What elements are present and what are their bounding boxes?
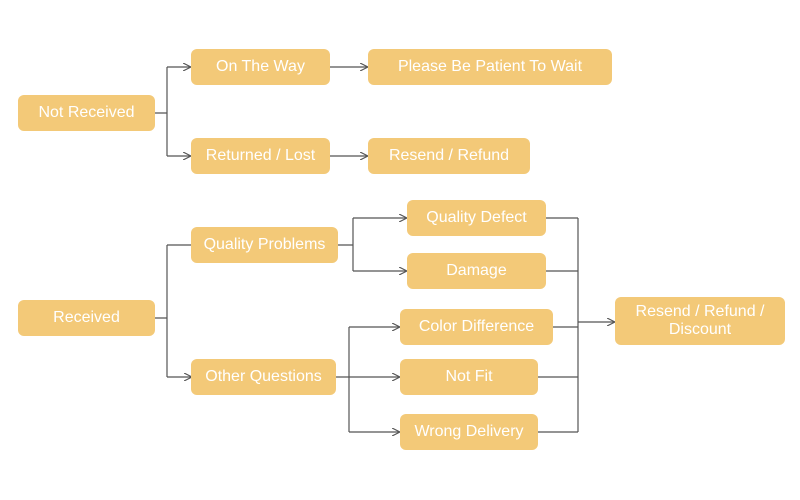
- node-label: Damage: [446, 262, 507, 279]
- node-not-fit: Not Fit: [400, 359, 538, 395]
- node-quality-problems: Quality Problems: [191, 227, 338, 263]
- connector-not-received-trunk: [155, 67, 168, 156]
- node-not-received: Not Received: [18, 95, 155, 131]
- node-returned-lost: Returned / Lost: [191, 138, 330, 174]
- node-other-questions: Other Questions: [191, 359, 336, 395]
- node-label: Quality Defect: [426, 209, 527, 226]
- node-please-be-patient: Please Be Patient To Wait: [368, 49, 612, 85]
- connector-quality-trunk: [338, 218, 354, 271]
- node-label: Other Questions: [205, 368, 322, 385]
- connector-received-trunk: [155, 245, 168, 377]
- node-resend-refund-discount: Resend / Refund / Discount: [615, 297, 785, 345]
- node-on-the-way: On The Way: [191, 49, 330, 85]
- node-label: On The Way: [216, 58, 305, 75]
- node-received: Received: [18, 300, 155, 336]
- node-label: Please Be Patient To Wait: [397, 58, 583, 75]
- node-color-difference: Color Difference: [400, 309, 553, 345]
- node-wrong-delivery: Wrong Delivery: [400, 414, 538, 450]
- node-label: Resend / Refund / Discount: [635, 303, 765, 338]
- node-label: Received: [53, 309, 120, 326]
- node-label: Not Fit: [445, 368, 493, 385]
- node-label: Quality Problems: [203, 236, 326, 253]
- node-quality-defect: Quality Defect: [407, 200, 546, 236]
- node-damage: Damage: [407, 253, 546, 289]
- node-label: Resend / Refund: [388, 147, 510, 164]
- node-label: Color Difference: [418, 318, 535, 335]
- node-label: Not Received: [38, 104, 135, 121]
- connector-other-trunk: [336, 327, 350, 432]
- node-resend-refund: Resend / Refund: [368, 138, 530, 174]
- node-label: Wrong Delivery: [414, 423, 524, 440]
- node-label: Returned / Lost: [205, 147, 316, 164]
- connector-merge-lines: [538, 217, 579, 433]
